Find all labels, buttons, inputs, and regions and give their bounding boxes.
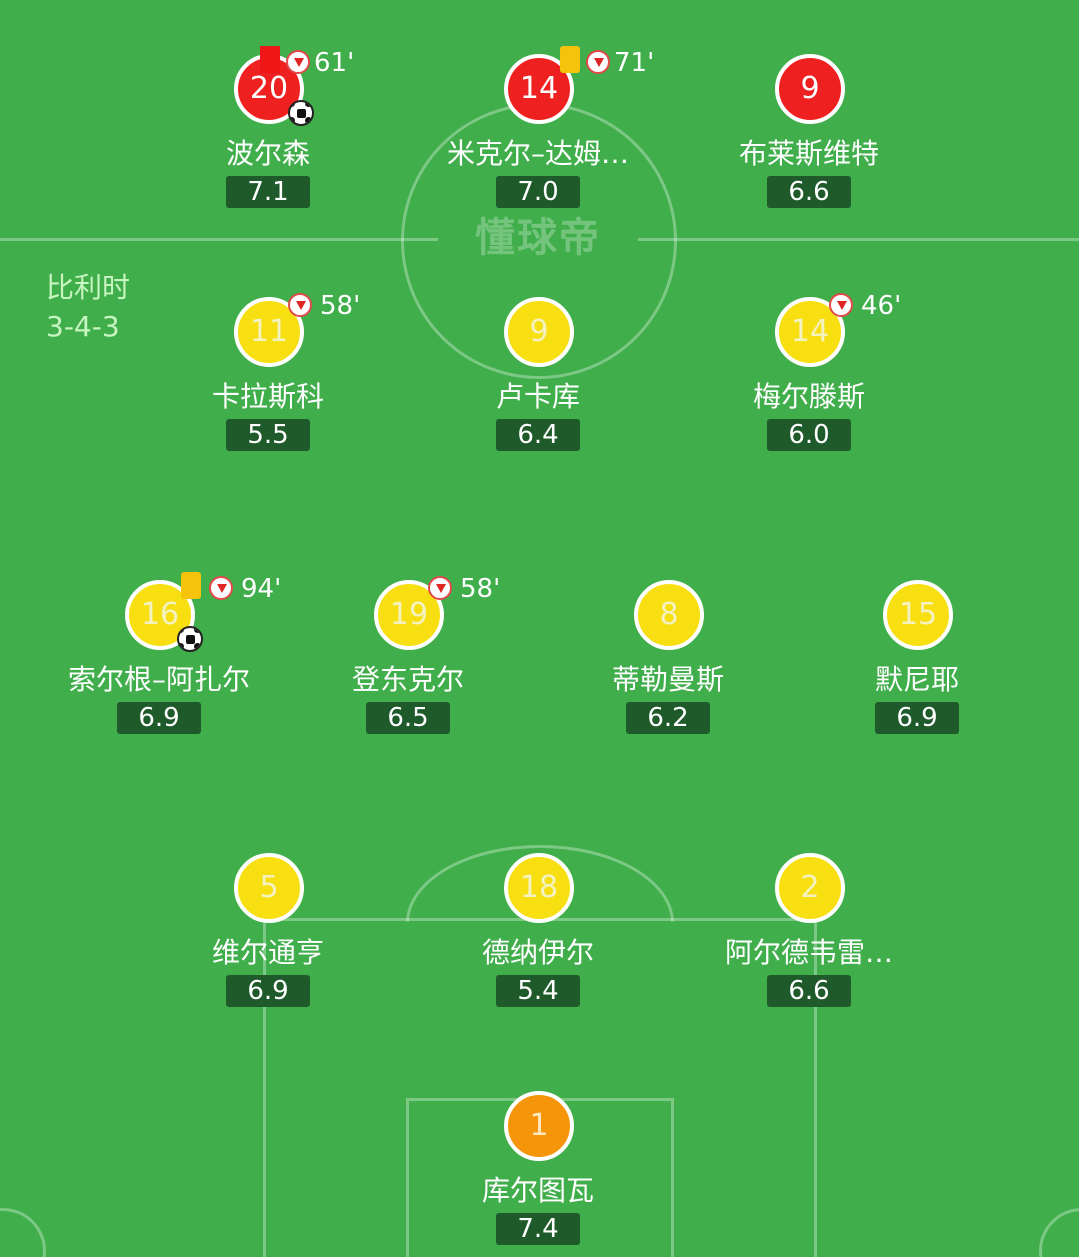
formation-label: 3-4-3 [46, 310, 120, 343]
player-rating: 5.5 [226, 419, 310, 451]
jersey-number: 2 [775, 853, 845, 923]
player-name: 卡拉斯科 [211, 380, 324, 413]
player-lukaku[interactable]: 9 卢卡库 6.4 [418, 297, 658, 457]
jersey-number: 9 [504, 297, 574, 367]
player-rating: 6.9 [226, 975, 310, 1007]
player-name: 蒂勒曼斯 [611, 663, 724, 696]
red-card-icon [260, 46, 280, 73]
player-name: 布莱斯维特 [738, 137, 879, 170]
player-name: 阿尔德韦雷… [724, 936, 893, 969]
player-rating: 6.5 [366, 702, 450, 734]
player-rating: 6.0 [767, 419, 851, 451]
player-tielemans[interactable]: 8 蒂勒曼斯 6.2 [548, 580, 788, 740]
player-rating: 6.9 [875, 702, 959, 734]
player-rating: 6.6 [767, 975, 851, 1007]
sub-minute: 58' [320, 291, 361, 321]
sub-off-icon [286, 50, 310, 74]
jersey-number: 20 [234, 54, 304, 124]
player-bolsen[interactable]: 20 61' 波尔森 7.1 [148, 46, 388, 214]
player-rating: 6.6 [767, 176, 851, 208]
player-denayer[interactable]: 18 德纳伊尔 5.4 [418, 853, 658, 1013]
player-name: 索尔根–阿扎尔 [67, 663, 250, 696]
player-braithwaite[interactable]: 9 布莱斯维特 6.6 [689, 54, 929, 214]
player-name: 默尼耶 [874, 663, 959, 696]
player-mertens[interactable]: 14 46' 梅尔滕斯 6.0 [689, 291, 929, 457]
player-kalasko[interactable]: 11 58' 卡拉斯科 5.5 [148, 291, 388, 457]
corner-arc-right [1039, 1208, 1079, 1257]
player-rating: 7.4 [496, 1213, 580, 1245]
sub-off-icon [288, 293, 312, 317]
jersey-number: 9 [775, 54, 845, 124]
jersey-number: 18 [504, 853, 574, 923]
player-rating: 7.0 [496, 176, 580, 208]
player-name: 米克尔–达姆… [446, 137, 629, 170]
goal-ball-icon [288, 100, 314, 126]
player-rating: 5.4 [496, 975, 580, 1007]
player-dendoncker[interactable]: 19 58' 登东克尔 6.5 [288, 574, 528, 740]
player-name: 梅尔滕斯 [752, 380, 865, 413]
player-thorgan-hazard[interactable]: 16 94' 索尔根–阿扎尔 6.9 [39, 572, 281, 740]
player-name: 卢卡库 [495, 380, 580, 413]
player-michael-dam[interactable]: 14 71' 米克尔–达姆… 7.0 [418, 46, 658, 214]
player-name: 登东克尔 [351, 663, 464, 696]
yellow-card-icon [181, 572, 201, 599]
jersey-number: 1 [504, 1091, 574, 1161]
player-name: 德纳伊尔 [481, 936, 594, 969]
sub-minute: 58' [460, 574, 501, 604]
jersey-number: 8 [634, 580, 704, 650]
sub-off-icon [209, 576, 233, 600]
sub-off-icon [586, 50, 610, 74]
sub-minute: 71' [614, 48, 655, 78]
sub-off-icon [428, 576, 452, 600]
player-alderweireld[interactable]: 2 阿尔德韦雷… 6.6 [689, 853, 929, 1013]
corner-arc-left [0, 1208, 46, 1257]
player-vertonghen[interactable]: 5 维尔通亨 6.9 [148, 853, 388, 1013]
sub-minute: 94' [241, 574, 282, 604]
player-meunier[interactable]: 15 默尼耶 6.9 [797, 580, 1037, 740]
jersey-number: 14 [504, 54, 574, 124]
sub-minute: 46' [861, 291, 902, 321]
jersey-number: 5 [234, 853, 304, 923]
player-rating: 7.1 [226, 176, 310, 208]
player-courtois[interactable]: 1 库尔图瓦 7.4 [418, 1091, 658, 1251]
player-name: 库尔图瓦 [481, 1174, 594, 1207]
team-name: 比利时 [46, 271, 131, 304]
player-name: 维尔通亨 [211, 936, 324, 969]
watermark-logo: 懂球帝 [438, 212, 638, 264]
goal-ball-icon [177, 626, 203, 652]
yellow-card-icon [560, 46, 580, 73]
sub-off-icon [829, 293, 853, 317]
jersey-number: 15 [883, 580, 953, 650]
player-rating: 6.4 [496, 419, 580, 451]
sub-minute: 61' [314, 48, 355, 78]
player-rating: 6.9 [117, 702, 201, 734]
player-rating: 6.2 [626, 702, 710, 734]
player-name: 波尔森 [225, 137, 310, 170]
